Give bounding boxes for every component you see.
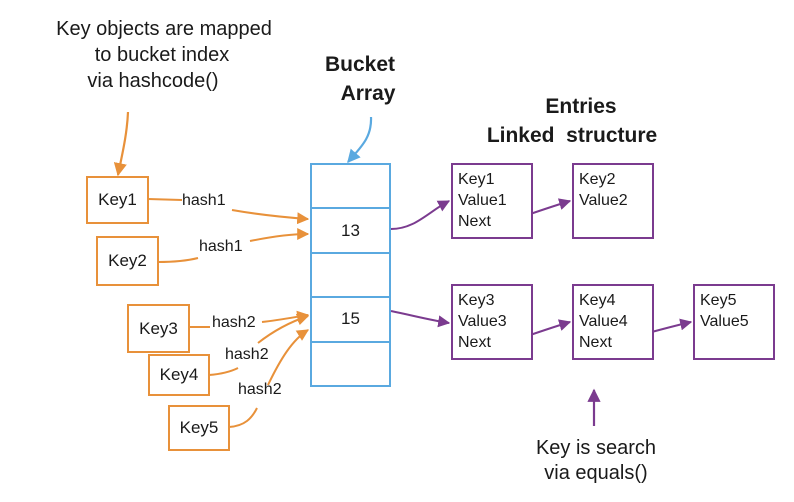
key-label: Key3 (139, 318, 178, 338)
bucket-array-title-line: Bucket (324, 53, 396, 76)
bucket-title-arrow (347, 116, 373, 164)
key1-hash-arrow (147, 198, 308, 219)
entry-next: Next (458, 334, 491, 351)
key-box: Key2 (96, 236, 159, 286)
key2-hash-arrow (157, 234, 308, 263)
entry-node: Key4 Value4 Next (572, 284, 654, 360)
key-box: Key1 (86, 176, 149, 224)
entry-node: Key5 Value5 (693, 284, 775, 360)
entries-title: Entries Linked structure (468, 92, 676, 150)
bucket-array-title-line: Array (340, 82, 396, 105)
key-mapping-note-line: Key objects are mapped (56, 18, 272, 40)
key-box: Key3 (127, 304, 190, 353)
entry-value: Value1 (458, 192, 507, 209)
entry-node: Key2 Value2 (572, 163, 654, 239)
hash-label: hash2 (238, 381, 282, 398)
search-note-line: via equals() (544, 462, 648, 484)
key-mapping-note-line: via hashcode() (87, 70, 219, 92)
entry-value: Value4 (579, 313, 628, 330)
search-note: Key is search via equals() (510, 436, 682, 486)
entry-key: Key1 (458, 171, 495, 188)
entries-title-line: Entries (545, 95, 617, 118)
entry-key: Key2 (579, 171, 616, 188)
entries-title-line: Linked structure (486, 124, 658, 147)
entry-value: Value2 (579, 192, 628, 209)
key4-hash-arrow (208, 316, 308, 376)
hash-label: hash2 (212, 314, 256, 331)
bucket-slot: 15 (312, 298, 389, 343)
bucket15-chain-arrow (390, 310, 451, 328)
mapping-note-arrow (113, 111, 130, 177)
search-note-line: Key is search (535, 437, 657, 459)
entry-node: Key3 Value3 Next (451, 284, 533, 360)
key-label: Key2 (108, 251, 147, 270)
entry-next: Next (458, 213, 491, 230)
key-label: Key4 (159, 365, 199, 384)
bucket13-chain-arrow (390, 200, 451, 230)
key-mapping-note: Key objects are mapped to bucket index v… (24, 16, 304, 94)
entry-value: Value3 (458, 313, 507, 330)
bucket-array-title: Bucket Array (300, 50, 420, 108)
entry-key: Key5 (700, 292, 737, 309)
bucket-slot: 13 (312, 209, 389, 254)
entry-next: Next (579, 334, 612, 351)
bucket-slot (312, 343, 389, 387)
key-label: Key1 (98, 190, 137, 209)
entry-node: Key1 Value1 Next (451, 163, 533, 239)
entry-key: Key4 (579, 292, 616, 309)
hash-label: hash1 (199, 238, 243, 255)
key-mapping-note-line: to bucket index (94, 44, 230, 66)
bucket-slot (312, 165, 389, 210)
entry-value: Value5 (700, 313, 749, 330)
hash-label: hash2 (225, 346, 269, 363)
hash-label: hash1 (182, 192, 226, 209)
entry-key: Key3 (458, 292, 495, 309)
bucket-array: 13 15 (310, 163, 391, 387)
key-box: Key5 (168, 405, 230, 451)
key-label: Key5 (179, 418, 219, 437)
key-box: Key4 (148, 354, 210, 396)
key5-hash-arrow (228, 330, 308, 428)
bucket-slot (312, 254, 389, 299)
